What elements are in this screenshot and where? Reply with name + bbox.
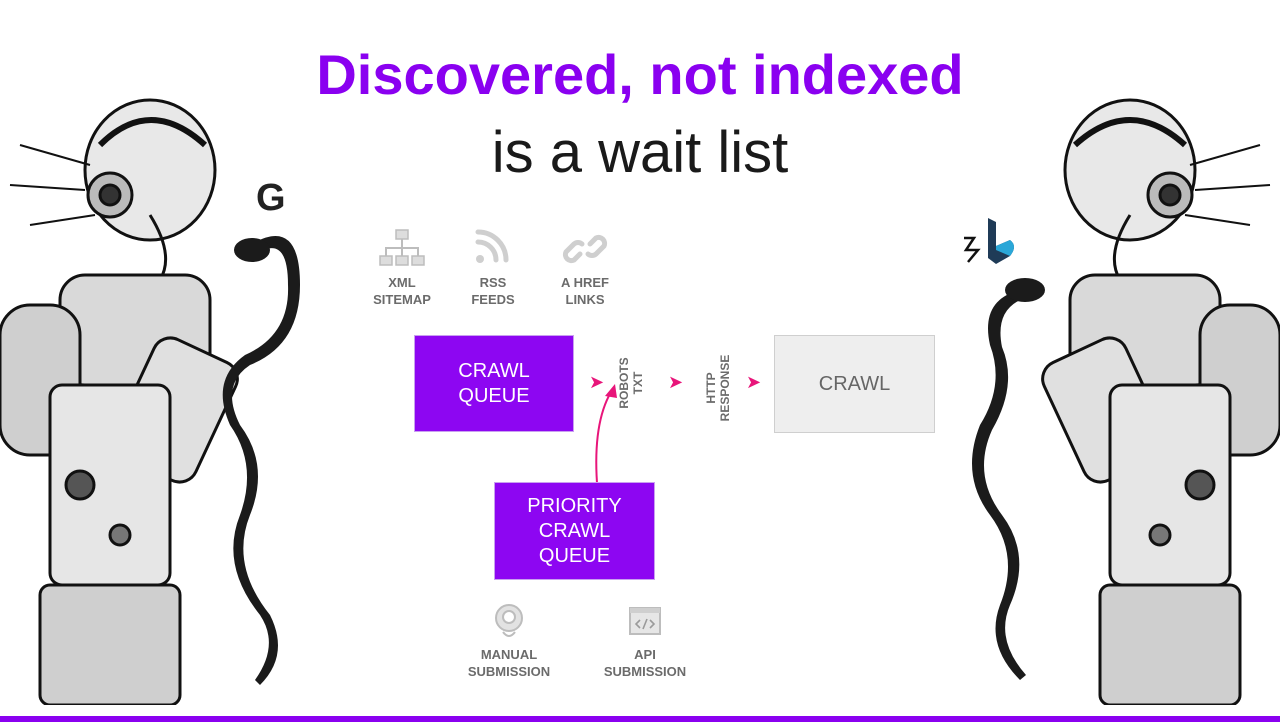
arrow-right-icon: ➤ (746, 372, 762, 392)
submission-label: API SUBMISSION (603, 647, 687, 679)
sitemap-icon (379, 229, 425, 266)
crawl-box: CRAWL (774, 335, 935, 433)
page-subtitle: is a wait list (491, 120, 789, 185)
source-label: A HREF LINKS (561, 275, 609, 307)
arrow-right-icon: ➤ (668, 372, 684, 392)
left-robot-illustration (0, 98, 300, 705)
source-label: RSS FEEDS (471, 275, 515, 307)
link-icon (562, 234, 608, 264)
source-label: XML SITEMAP (373, 275, 431, 307)
source-xml-sitemap: XML SITEMAP (347, 228, 457, 308)
priority-arrow (595, 384, 617, 484)
priority-crawl-queue-box: PRIORITY CRAWL QUEUE (494, 482, 655, 580)
page-title: Discovered, not indexed (316, 43, 964, 106)
crawl-queue-label: CRAWL QUEUE (458, 359, 530, 407)
bottom-accent-bar (0, 716, 1280, 722)
manual-submission: MANUAL SUBMISSION (454, 602, 564, 680)
code-window-icon (629, 607, 661, 635)
api-submission: API SUBMISSION (590, 602, 700, 680)
http-response-label: HTTP RESPONSE (704, 354, 732, 422)
crawl-label: CRAWL (818, 372, 891, 395)
pin-icon (495, 604, 523, 637)
rss-icon (475, 229, 509, 263)
google-logo: G (256, 177, 286, 219)
submission-label: MANUAL SUBMISSION (467, 647, 551, 679)
arrow-right-icon: ➤ (589, 372, 605, 392)
bing-logo-icon (963, 218, 1014, 264)
priority-crawl-queue-label: PRIORITY CRAWL QUEUE (527, 494, 622, 567)
source-rss-feeds: RSS FEEDS (438, 228, 548, 308)
right-robot-illustration (972, 98, 1280, 705)
source-ahref-links: A HREF LINKS (530, 228, 640, 308)
crawl-queue-box: CRAWL QUEUE (414, 335, 574, 432)
